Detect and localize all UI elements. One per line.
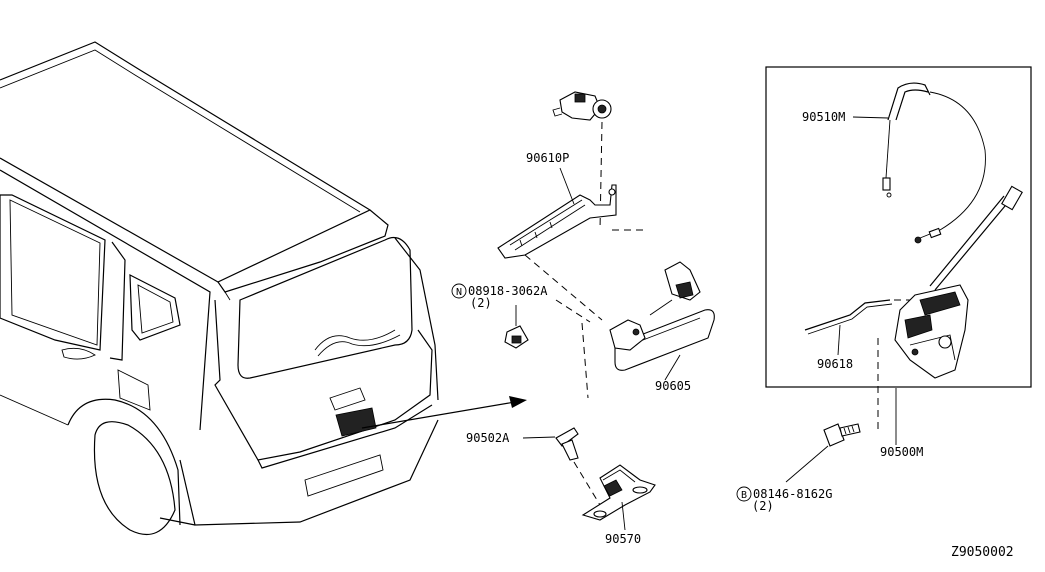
label-90500M: 90500M xyxy=(880,445,923,459)
label-08146-8162G: 08146-8162G xyxy=(753,487,832,501)
label-90510M: 90510M xyxy=(802,110,845,124)
bolt-symbol-icon: B xyxy=(736,486,752,502)
label-90610P: 90610P xyxy=(526,151,569,165)
cable-part-90510M xyxy=(882,82,986,244)
screw-part-90502A xyxy=(555,427,601,506)
plate-part-90570 xyxy=(581,464,656,531)
label-90605: 90605 xyxy=(655,379,691,393)
label-90502A: 90502A xyxy=(466,431,510,445)
bolt-part-08146-8162G xyxy=(785,423,861,483)
label-90570: 90570 xyxy=(605,532,641,546)
nut-part-08918-3062A xyxy=(504,305,529,349)
rod-part-90618 xyxy=(804,299,893,335)
key-cylinder-part xyxy=(552,91,612,231)
label-08918-3062A: 08918-3062A xyxy=(468,284,548,298)
lock-part-90500M xyxy=(877,284,969,445)
label-08146-qty: (2) xyxy=(752,499,774,513)
svg-text:N: N xyxy=(456,287,462,298)
lock-assembly-inset-frame xyxy=(765,66,1032,388)
diagram-id: Z9050002 xyxy=(951,545,1014,560)
label-90618: 90618 xyxy=(817,357,853,371)
bracket-part-90610P xyxy=(497,167,648,321)
svg-text:B: B xyxy=(741,490,747,501)
vehicle-rear-illustration xyxy=(0,41,527,536)
label-08918-qty: (2) xyxy=(470,296,492,310)
nut-symbol-icon: N xyxy=(451,283,467,299)
handle-part-90605 xyxy=(555,261,715,399)
lock-harness xyxy=(929,185,1023,291)
